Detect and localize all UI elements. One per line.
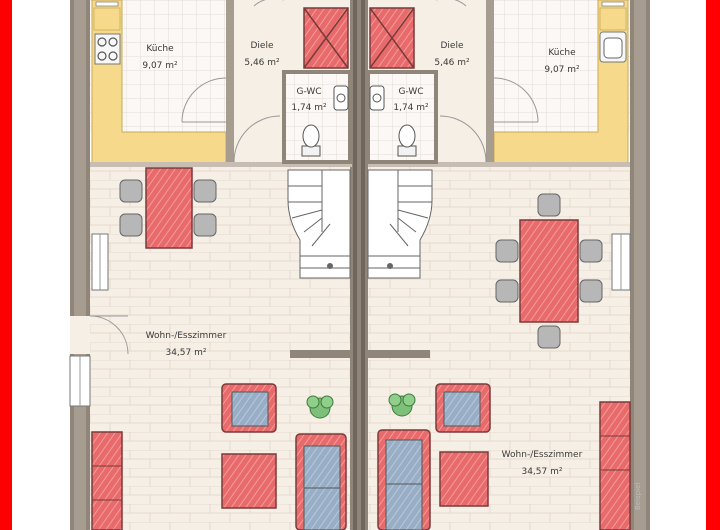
kitchen-wall-right: [486, 0, 494, 164]
diele-right-name: Diele: [440, 41, 463, 51]
sideboard-left: [91, 431, 123, 530]
dining-set-right: [495, 193, 603, 349]
diele-left-area: 5,46 m²: [244, 58, 280, 68]
toilet-icon-right: [397, 124, 417, 157]
diele-floor-left: [234, 0, 284, 162]
kitchen-left-name: Küche: [146, 44, 174, 54]
partition-left: [290, 350, 350, 358]
armchair-right: [435, 383, 491, 433]
party-wall: [350, 0, 368, 530]
gwc-left-name: G-WC: [296, 87, 321, 97]
coffee-table-left: [221, 453, 277, 509]
gwc-right-name: G-WC: [398, 87, 423, 97]
stove-icon: [94, 33, 121, 65]
shaft-left: [303, 7, 349, 69]
gwc-right-area: 1,74 m²: [393, 103, 429, 113]
terrace-door-left: [70, 316, 90, 354]
living-right-name: Wohn-/Esszimmer: [502, 450, 583, 460]
wc-sink-left: [333, 85, 349, 111]
diele-right-area: 5,46 m²: [434, 58, 470, 68]
staircase-right: [367, 169, 433, 279]
wc-sink-right: [369, 85, 385, 111]
living-left-name: Wohn-/Esszimmer: [146, 331, 227, 341]
living-left-area: 34,57 m²: [165, 348, 206, 358]
dining-set-left: [119, 167, 217, 249]
coffee-table-right: [439, 451, 489, 507]
shaft-right: [369, 7, 415, 69]
armchair-left: [221, 383, 277, 433]
kitchen-right-name: Küche: [548, 48, 576, 58]
potted-plant-icon-right: [388, 393, 416, 417]
watermark: Beispiel: [634, 483, 642, 510]
sofa-left: [295, 433, 347, 530]
sideboard-right: [599, 401, 631, 530]
toilet-icon: [301, 124, 321, 157]
sink-icon: [599, 31, 627, 63]
kitchen-left-area: 9,07 m²: [142, 61, 178, 71]
potted-plant-icon: [306, 395, 334, 419]
diele-floor-right: [436, 0, 486, 162]
living-right-area: 34,57 m²: [521, 467, 562, 477]
partition-right: [368, 350, 430, 358]
kitchen-wall-left: [226, 0, 234, 164]
sofa-right: [377, 429, 431, 530]
staircase-left: [287, 169, 351, 279]
diele-left-name: Diele: [250, 41, 273, 51]
gwc-left-area: 1,74 m²: [291, 103, 327, 113]
kitchen-right-area: 9,07 m²: [544, 65, 580, 75]
